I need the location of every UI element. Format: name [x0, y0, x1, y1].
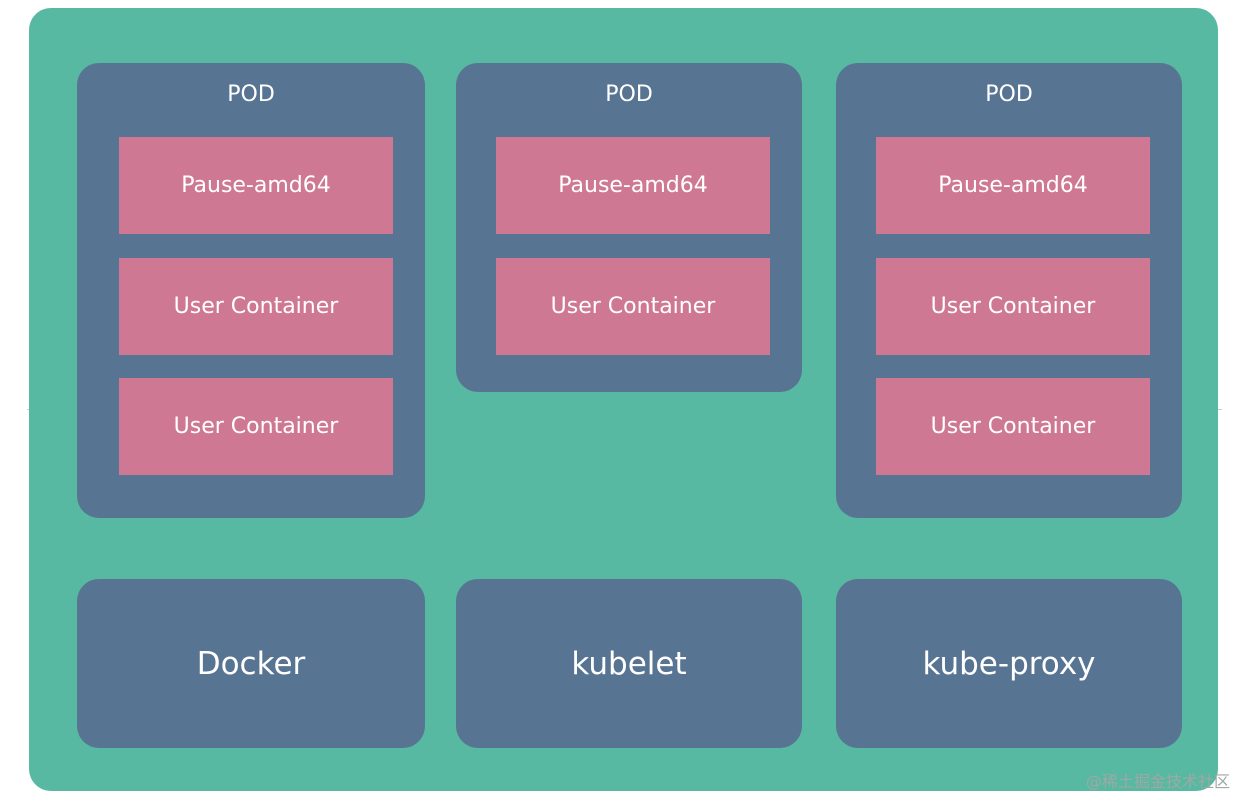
kube-proxy-component: kube-proxy	[836, 579, 1182, 748]
pod-title: POD	[605, 82, 653, 107]
user-container: User Container	[876, 378, 1150, 475]
user-container: User Container	[876, 258, 1150, 355]
pod-title: POD	[227, 82, 275, 107]
pod-3: POD Pause-amd64 User Container User Cont…	[836, 63, 1182, 518]
pause-container: Pause-amd64	[876, 137, 1150, 234]
pod-title: POD	[985, 82, 1033, 107]
user-container: User Container	[496, 258, 770, 355]
user-container: User Container	[119, 258, 393, 355]
pod-2: POD Pause-amd64 User Container	[456, 63, 802, 392]
user-container: User Container	[119, 378, 393, 475]
kubelet-component: kubelet	[456, 579, 802, 748]
watermark: @稀土掘金技术社区	[1085, 772, 1230, 791]
pause-container: Pause-amd64	[496, 137, 770, 234]
divider-line-right	[1217, 409, 1222, 410]
node-panel: POD Pause-amd64 User Container User Cont…	[29, 8, 1218, 791]
pause-container: Pause-amd64	[119, 137, 393, 234]
docker-component: Docker	[77, 579, 425, 748]
pod-1: POD Pause-amd64 User Container User Cont…	[77, 63, 425, 518]
